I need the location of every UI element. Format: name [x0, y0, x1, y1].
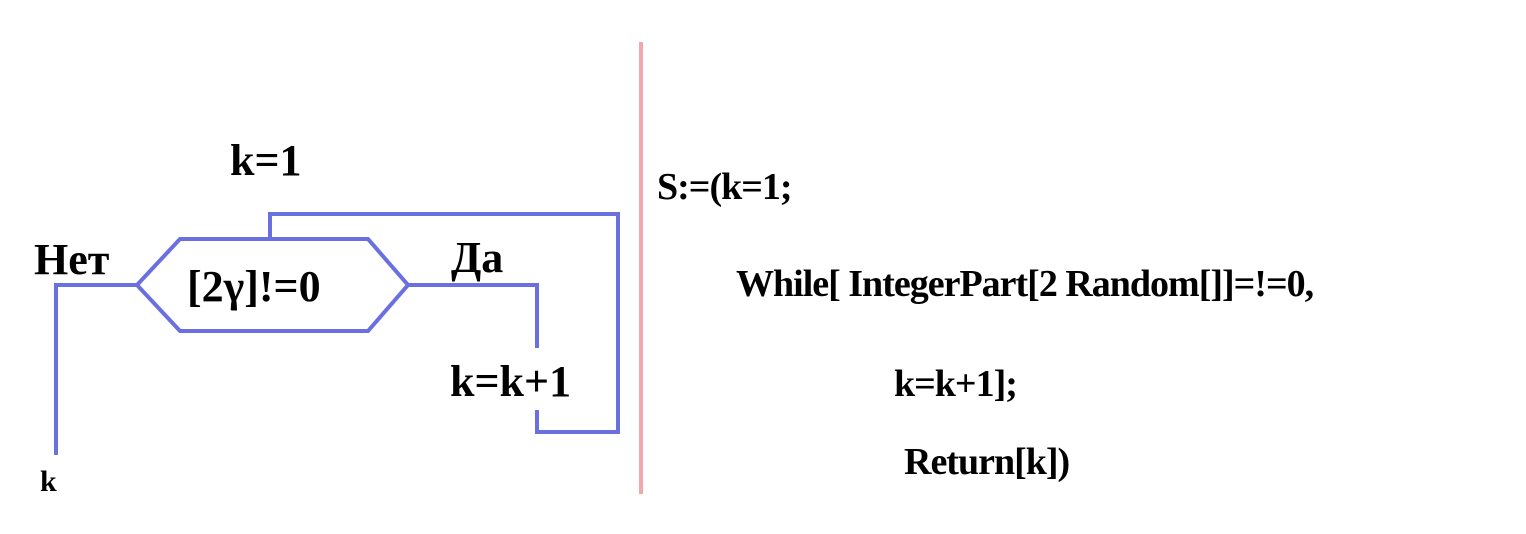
vertical-divider: [639, 42, 643, 494]
code-line-4: Return[k]): [904, 441, 1070, 483]
output-label: k: [40, 465, 57, 498]
decision-hexagon: [134, 237, 411, 333]
condition-label: [2γ]!=0: [187, 262, 321, 311]
code-line-2: While[ IntegerPart[2 Random[]]=!=0,: [736, 263, 1314, 305]
yes-label: Да: [451, 233, 503, 282]
init-label: k=1: [230, 136, 302, 185]
no-branch-line: [54, 283, 137, 455]
loop-back-line: [268, 212, 620, 434]
code-line-1: S:=(k=1;: [657, 166, 793, 208]
yes-branch-line: [408, 283, 539, 348]
no-label: Нет: [34, 235, 110, 284]
code-line-3: k=k+1];: [894, 363, 1018, 405]
increment-label: k=k+1: [450, 357, 571, 406]
flowchart: k=1 [2γ]!=0 Нет Да k=k+1 k: [34, 136, 620, 498]
